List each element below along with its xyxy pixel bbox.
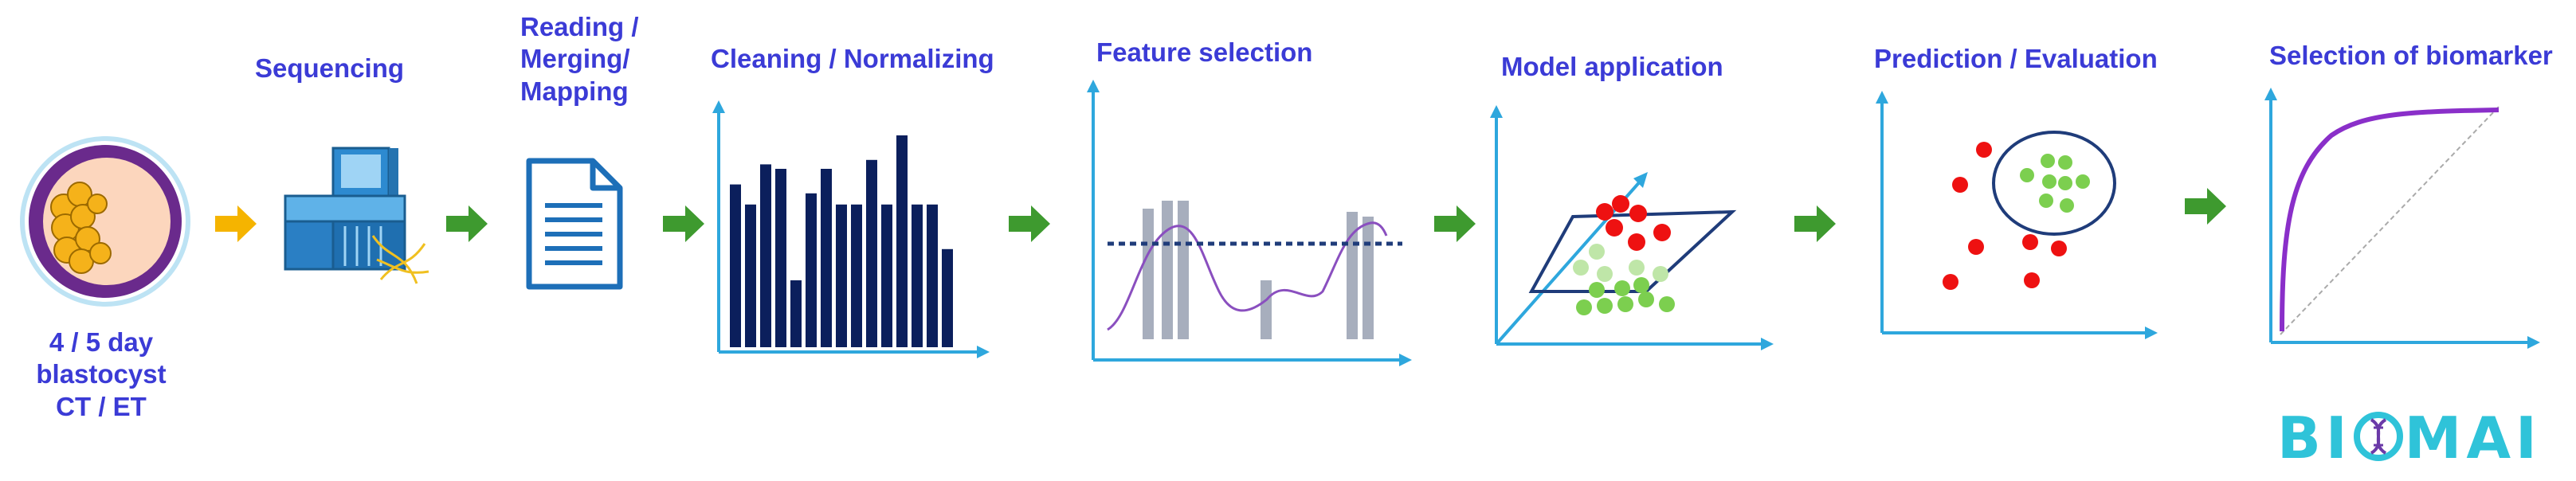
blastocyst-line-2: blastocyst (36, 359, 167, 389)
cleaning-bar (881, 204, 892, 347)
arrow-right-icon (215, 205, 257, 242)
step-label-model: Model application (1501, 52, 1723, 81)
cleaning-bar (836, 204, 847, 347)
cleaning-bar (821, 169, 832, 347)
step-label-prediction: Prediction / Evaluation (1874, 44, 2158, 73)
arrow-right-icon (1434, 205, 1476, 242)
cleaning-bar (851, 204, 862, 347)
cleaning-bar (942, 248, 953, 347)
dna-helix-icon (2353, 412, 2403, 461)
step-label-blastocyst: 4 / 5 day blastocyst CT / ET (18, 327, 185, 423)
cleaning-bar (745, 204, 756, 347)
step-label-sequencing: Sequencing (255, 53, 405, 83)
reading-line-2: Merging/ (520, 44, 630, 74)
cleaning-bar (790, 280, 802, 347)
step-label-reading: Reading / Merging/ Mapping (520, 11, 639, 108)
cleaning-bar (730, 184, 741, 347)
arrow-right-icon (1794, 205, 1836, 242)
step-label-feature: Feature selection (1096, 37, 1313, 67)
blastocyst-icon (20, 136, 190, 307)
roc-curve-icon (2264, 88, 2540, 349)
sequencer-icon (284, 147, 429, 284)
logo-text-right: MAI (2404, 405, 2542, 471)
reading-line-3: Mapping (520, 76, 629, 106)
biomai-logo: BI MAI (2277, 405, 2542, 471)
arrow-right-icon (1009, 205, 1050, 242)
cleaning-bar (760, 164, 771, 347)
cleaning-bar (896, 135, 908, 347)
step-label-selection: Selection of biomarker (2269, 41, 2553, 70)
prediction-scatter-icon (1876, 91, 2158, 339)
cleaning-bars (730, 135, 953, 347)
arrow-right-icon (663, 205, 704, 242)
arrow-right-icon (2185, 188, 2226, 225)
cleaning-bar (866, 159, 877, 347)
bar-chart-icon (712, 100, 990, 358)
feature-selection-icon (1087, 80, 1412, 366)
arrow-right-icon (446, 205, 488, 242)
step-label-cleaning: Cleaning / Normalizing (711, 44, 994, 73)
cleaning-bar (912, 204, 923, 347)
model-application-icon (1490, 105, 1774, 350)
cleaning-bar (775, 169, 786, 347)
cleaning-bar (806, 193, 817, 347)
logo-text-left: BI (2277, 405, 2352, 471)
document-icon (526, 158, 623, 290)
blastocyst-line-3: CT / ET (56, 391, 147, 421)
blastocyst-line-1: 4 / 5 day (49, 327, 154, 357)
reading-line-1: Reading / (520, 12, 639, 41)
cleaning-bar (927, 204, 938, 347)
